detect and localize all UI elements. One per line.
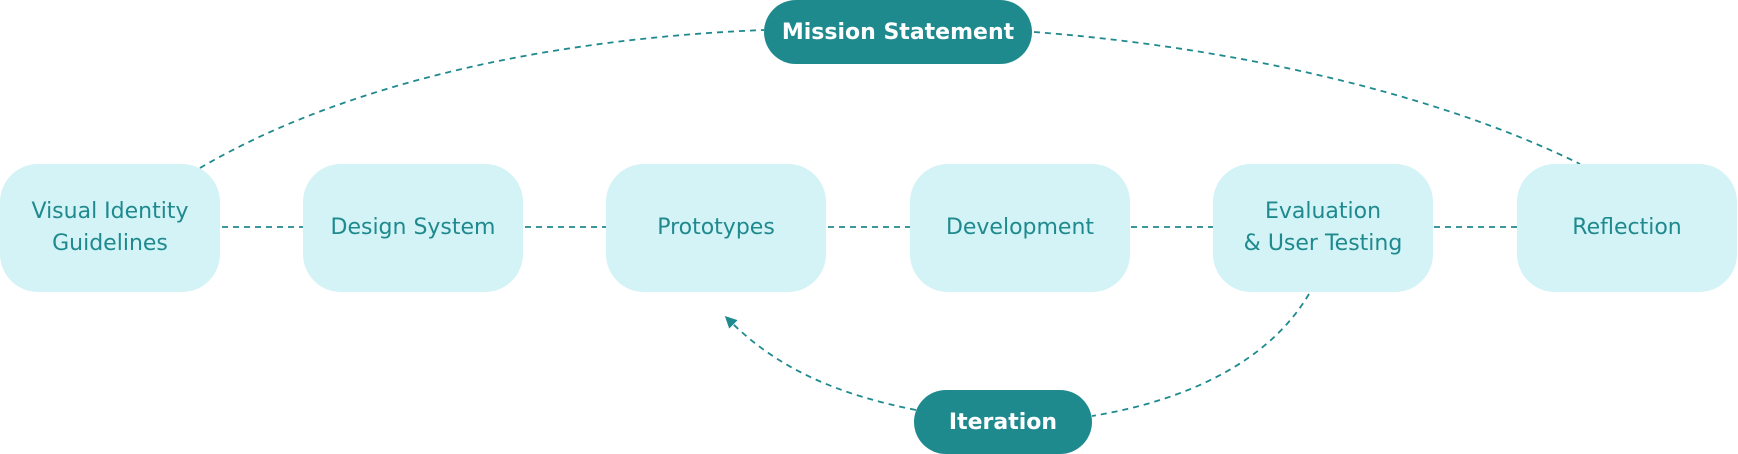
stage-visual-identity-guidelines: Visual Identity Guidelines [0,164,220,292]
mission-statement-node: Mission Statement [764,0,1032,64]
arc-evaluation-to-iteration [1091,293,1310,417]
arc-iteration-to-prototypes [724,316,917,411]
stage-label-line: Development [945,215,1095,240]
stage-label-line: Reflection [1572,215,1682,240]
iteration-label: Iteration [948,409,1058,435]
stage-label-line: Guidelines [52,231,168,256]
stage-label-line: Design System [330,215,496,240]
stage-label-line: Evaluation [1264,199,1382,224]
mission-statement-label: Mission Statement [781,19,1015,45]
iteration-node: Iteration [914,390,1092,454]
stage-design-system: Design System [303,164,523,292]
stage-label-line: Visual Identity [31,199,189,224]
arc-mission-to-reflection [1033,31,1581,165]
stage-reflection: Reflection [1517,164,1737,292]
stage-label-line: & User Testing [1243,231,1403,256]
stage-development: Development [910,164,1130,292]
arc-visual-identity-to-mission [199,29,765,169]
stage-label-line: Prototypes [657,215,775,240]
stage-evaluation-user-testing: Evaluation & User Testing [1213,164,1433,292]
stage-prototypes: Prototypes [606,164,826,292]
